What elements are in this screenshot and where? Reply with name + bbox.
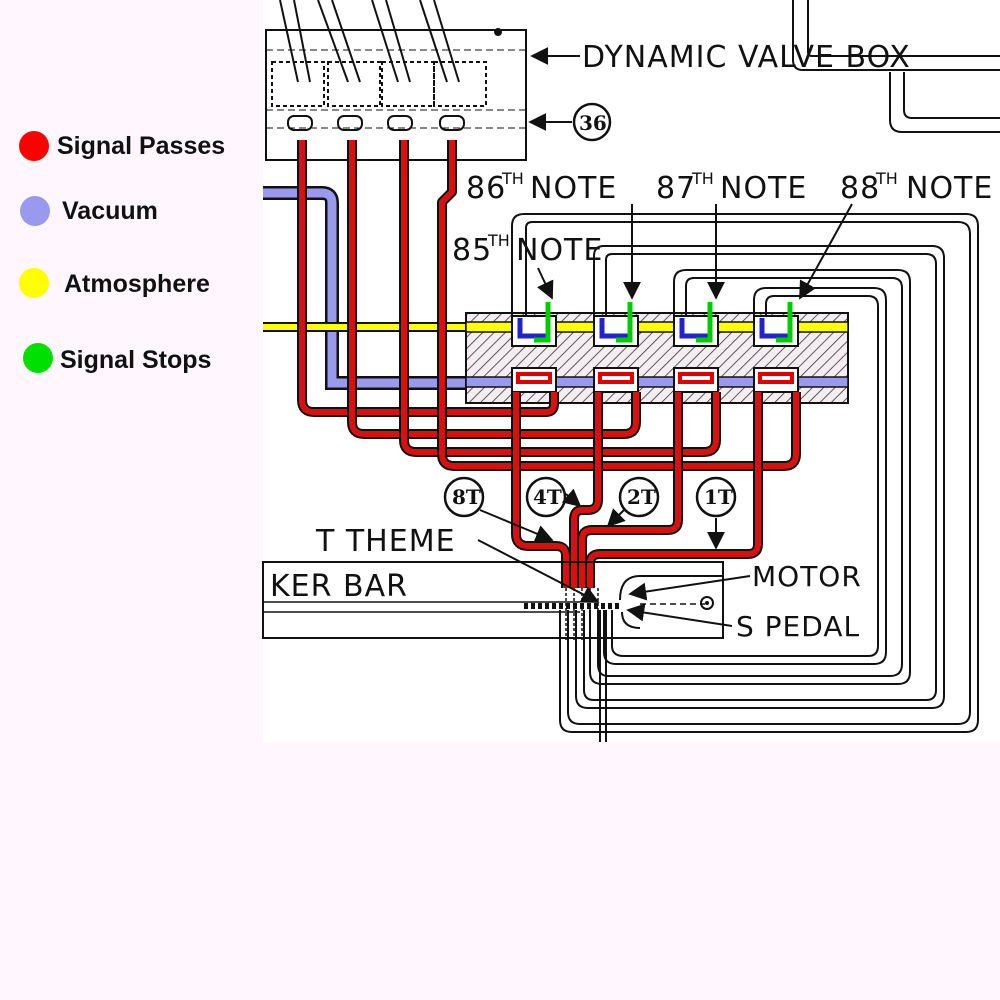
callout-36 [572,102,612,142]
callout-8t: 8T [443,476,485,518]
theme-label: T THEME [315,524,456,559]
upper-pouch-87 [673,302,719,347]
svg-text:TH: TH [691,169,714,188]
valve-unit [271,61,325,131]
legend-dot-signal-passes [19,131,49,161]
lower-pouch-87 [673,367,719,393]
valve-unit [433,61,487,131]
svg-text:88: 88 [840,171,880,206]
upper-pouch-85 [511,302,557,347]
signal-tube [297,140,559,417]
signal-tube-8t [511,392,571,588]
legend-label-signal-passes: Signal Passes [57,132,226,160]
legend-dot-signal-stops [23,343,53,373]
dynamic-valve-box [265,0,527,161]
signal-tube [347,140,641,439]
signal-tube-2t [577,392,683,588]
svg-text:85: 85 [452,233,492,268]
upper-pouch-88 [753,302,799,347]
lower-pouch-86 [593,367,639,393]
svg-text:NOTE: NOTE [516,233,603,268]
upper-hoses [279,0,460,83]
legend-dot-vacuum [20,196,50,226]
callout-2t: 2T [618,476,660,518]
svg-text:2T: 2T [627,485,656,509]
svg-text:87: 87 [656,171,696,206]
svg-text:TH: TH [501,169,524,188]
note-label-86: 86 TH NOTE [466,169,617,206]
tracker-bar-label: KER BAR [270,569,408,604]
svg-text:TH: TH [875,169,898,188]
motor-pedal-box [619,575,723,629]
motor-label: MOTOR [752,560,862,593]
valve-block [465,302,849,404]
valve-unit [327,61,381,131]
outer-tubes [511,213,979,742]
svg-text:TH: TH [487,231,510,250]
svg-text:1T: 1T [704,485,733,509]
signal-tube [399,140,721,457]
legend-label-signal-stops: Signal Stops [60,346,212,374]
vacuum-supply-line [263,186,470,390]
signal-tube [437,140,801,471]
svg-text:8T: 8T [452,485,481,509]
dynamic-valve-box-label: DYNAMIC VALVE BOX [582,40,911,75]
legend-label-atmosphere: Atmosphere [64,270,210,298]
pedal-label: S PEDAL [736,610,860,643]
signal-tube-1t [585,392,763,588]
legend-label-vacuum: Vacuum [62,197,158,225]
tracker-holes [524,603,619,609]
note-label-85: 85 TH NOTE [452,231,603,268]
legend-dot-atmosphere [19,268,49,298]
svg-text:NOTE: NOTE [720,171,807,206]
svg-text:86: 86 [466,171,506,206]
svg-text:NOTE: NOTE [530,171,617,206]
upper-pouch-86 [593,302,639,347]
callout-1t: 1T [695,476,737,518]
lower-pouch-88 [753,367,799,393]
signal-tube-4t [569,392,603,588]
callout-4t: 4T [525,476,567,518]
note-label-87: 87 TH NOTE [656,169,807,206]
lower-pouch-85 [511,367,557,393]
svg-text:4T: 4T [533,485,562,509]
top-right-tubes [792,0,1000,133]
callout-36-label: 36 [579,111,607,135]
signal-tubes [297,140,801,588]
svg-text:NOTE: NOTE [906,171,993,206]
tracker-bar [262,561,724,640]
note-label-88: 88 TH NOTE [840,169,993,206]
